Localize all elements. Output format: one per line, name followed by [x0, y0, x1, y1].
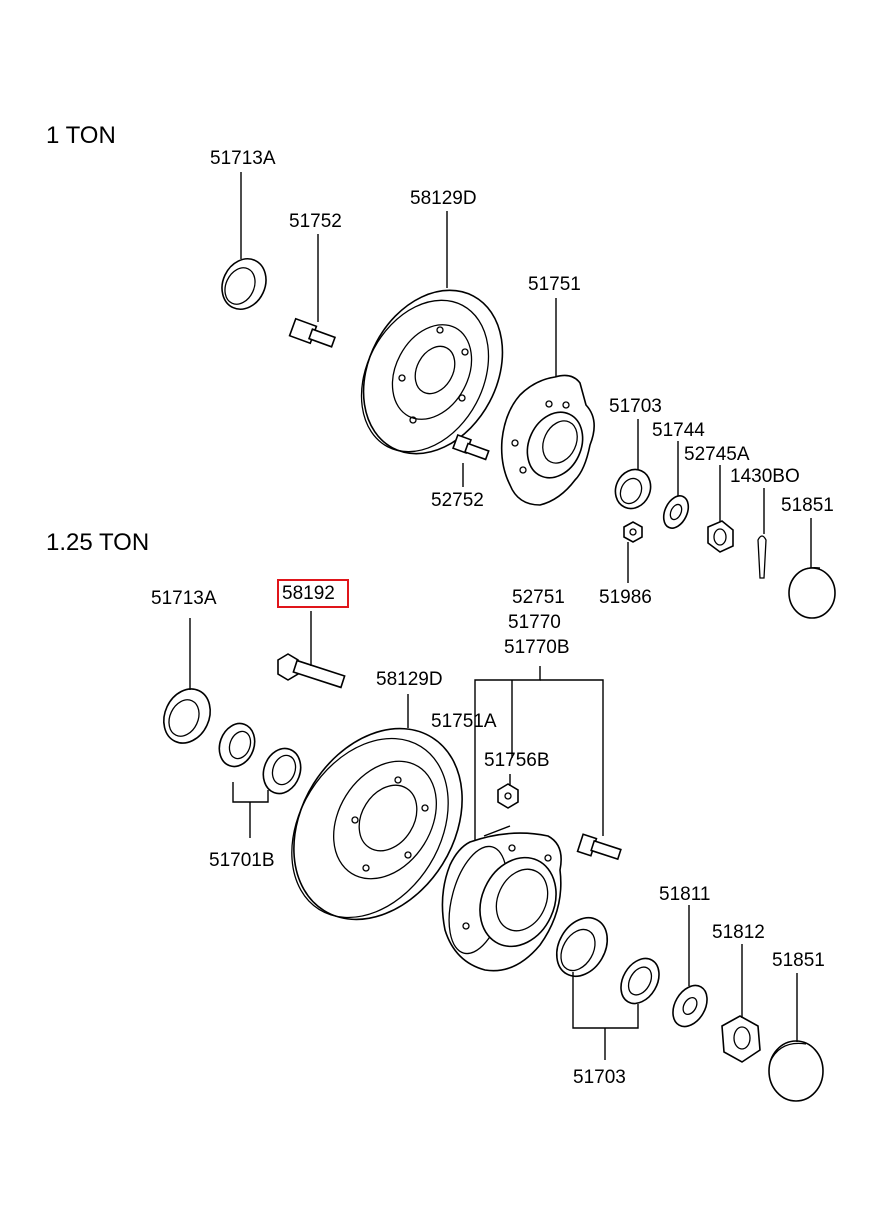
label-51770: 51770	[508, 612, 561, 633]
highlight-box-58192	[277, 579, 349, 608]
bearing-51703-1ton[interactable]	[609, 464, 657, 515]
label-51701b: 51701B	[209, 850, 275, 871]
stud-52751[interactable]	[576, 833, 622, 861]
label-51986: 51986	[599, 587, 652, 608]
label-51770b: 51770B	[504, 637, 570, 658]
label-51811: 51811	[659, 884, 710, 905]
label-51703-125ton: 51703	[573, 1067, 626, 1088]
castle-nut-51812[interactable]	[721, 1015, 761, 1063]
label-52745a: 52745A	[684, 444, 750, 465]
label-51851-1ton: 51851	[781, 495, 834, 516]
wheel-hub-51751-1ton[interactable]	[500, 374, 595, 506]
label-51713a-125ton: 51713A	[151, 588, 217, 609]
castle-nut-52745a[interactable]	[707, 520, 734, 553]
label-51756b: 51756B	[484, 750, 550, 771]
label-51751a: 51751A	[431, 711, 497, 732]
label-51752: 51752	[289, 211, 342, 232]
hub-cap-51851-125ton[interactable]	[768, 1040, 824, 1102]
label-1430bo: 1430BO	[730, 466, 800, 487]
label-51744: 51744	[652, 420, 705, 441]
section-title-1-25-ton: 1.25 TON	[46, 529, 149, 556]
label-51812: 51812	[712, 922, 765, 943]
bolt-51752[interactable]	[288, 317, 337, 348]
leader-lines-1ton	[240, 172, 812, 583]
hub-cap-51851-1ton[interactable]	[788, 566, 836, 619]
leader-lines-125ton	[189, 611, 798, 1060]
bolt-52752[interactable]	[452, 434, 490, 461]
label-58129d-125ton: 58129D	[376, 669, 443, 690]
oil-seal-51713a-1ton[interactable]	[214, 252, 274, 317]
label-51713a-1ton: 51713A	[210, 148, 276, 169]
bearing-51703-125ton[interactable]	[547, 909, 667, 1011]
brake-disc-58129d-125ton[interactable]	[259, 697, 496, 951]
wheel-hub-51751a[interactable]	[439, 832, 570, 972]
nut-51986[interactable]	[623, 521, 643, 543]
label-52751: 52751	[512, 587, 565, 608]
label-58192[interactable]: 58192	[282, 583, 335, 604]
brake-disc-58129d-1ton[interactable]	[336, 266, 530, 478]
label-51851-125ton: 51851	[772, 950, 825, 971]
washer-51811[interactable]	[666, 979, 714, 1032]
label-51703-1ton: 51703	[609, 396, 662, 417]
label-51751: 51751	[528, 274, 581, 295]
section-title-1-ton: 1 TON	[46, 122, 116, 149]
bearing-51701b[interactable]	[214, 719, 307, 799]
cotter-pin-1430bo[interactable]	[757, 535, 767, 579]
oil-seal-51713a-125ton[interactable]	[155, 681, 219, 750]
nut-51756b[interactable]	[497, 783, 519, 809]
label-58129d-1ton: 58129D	[410, 188, 477, 209]
washer-51744[interactable]	[659, 492, 693, 532]
bolt-58192[interactable]	[277, 653, 346, 689]
label-52752: 52752	[431, 490, 484, 511]
